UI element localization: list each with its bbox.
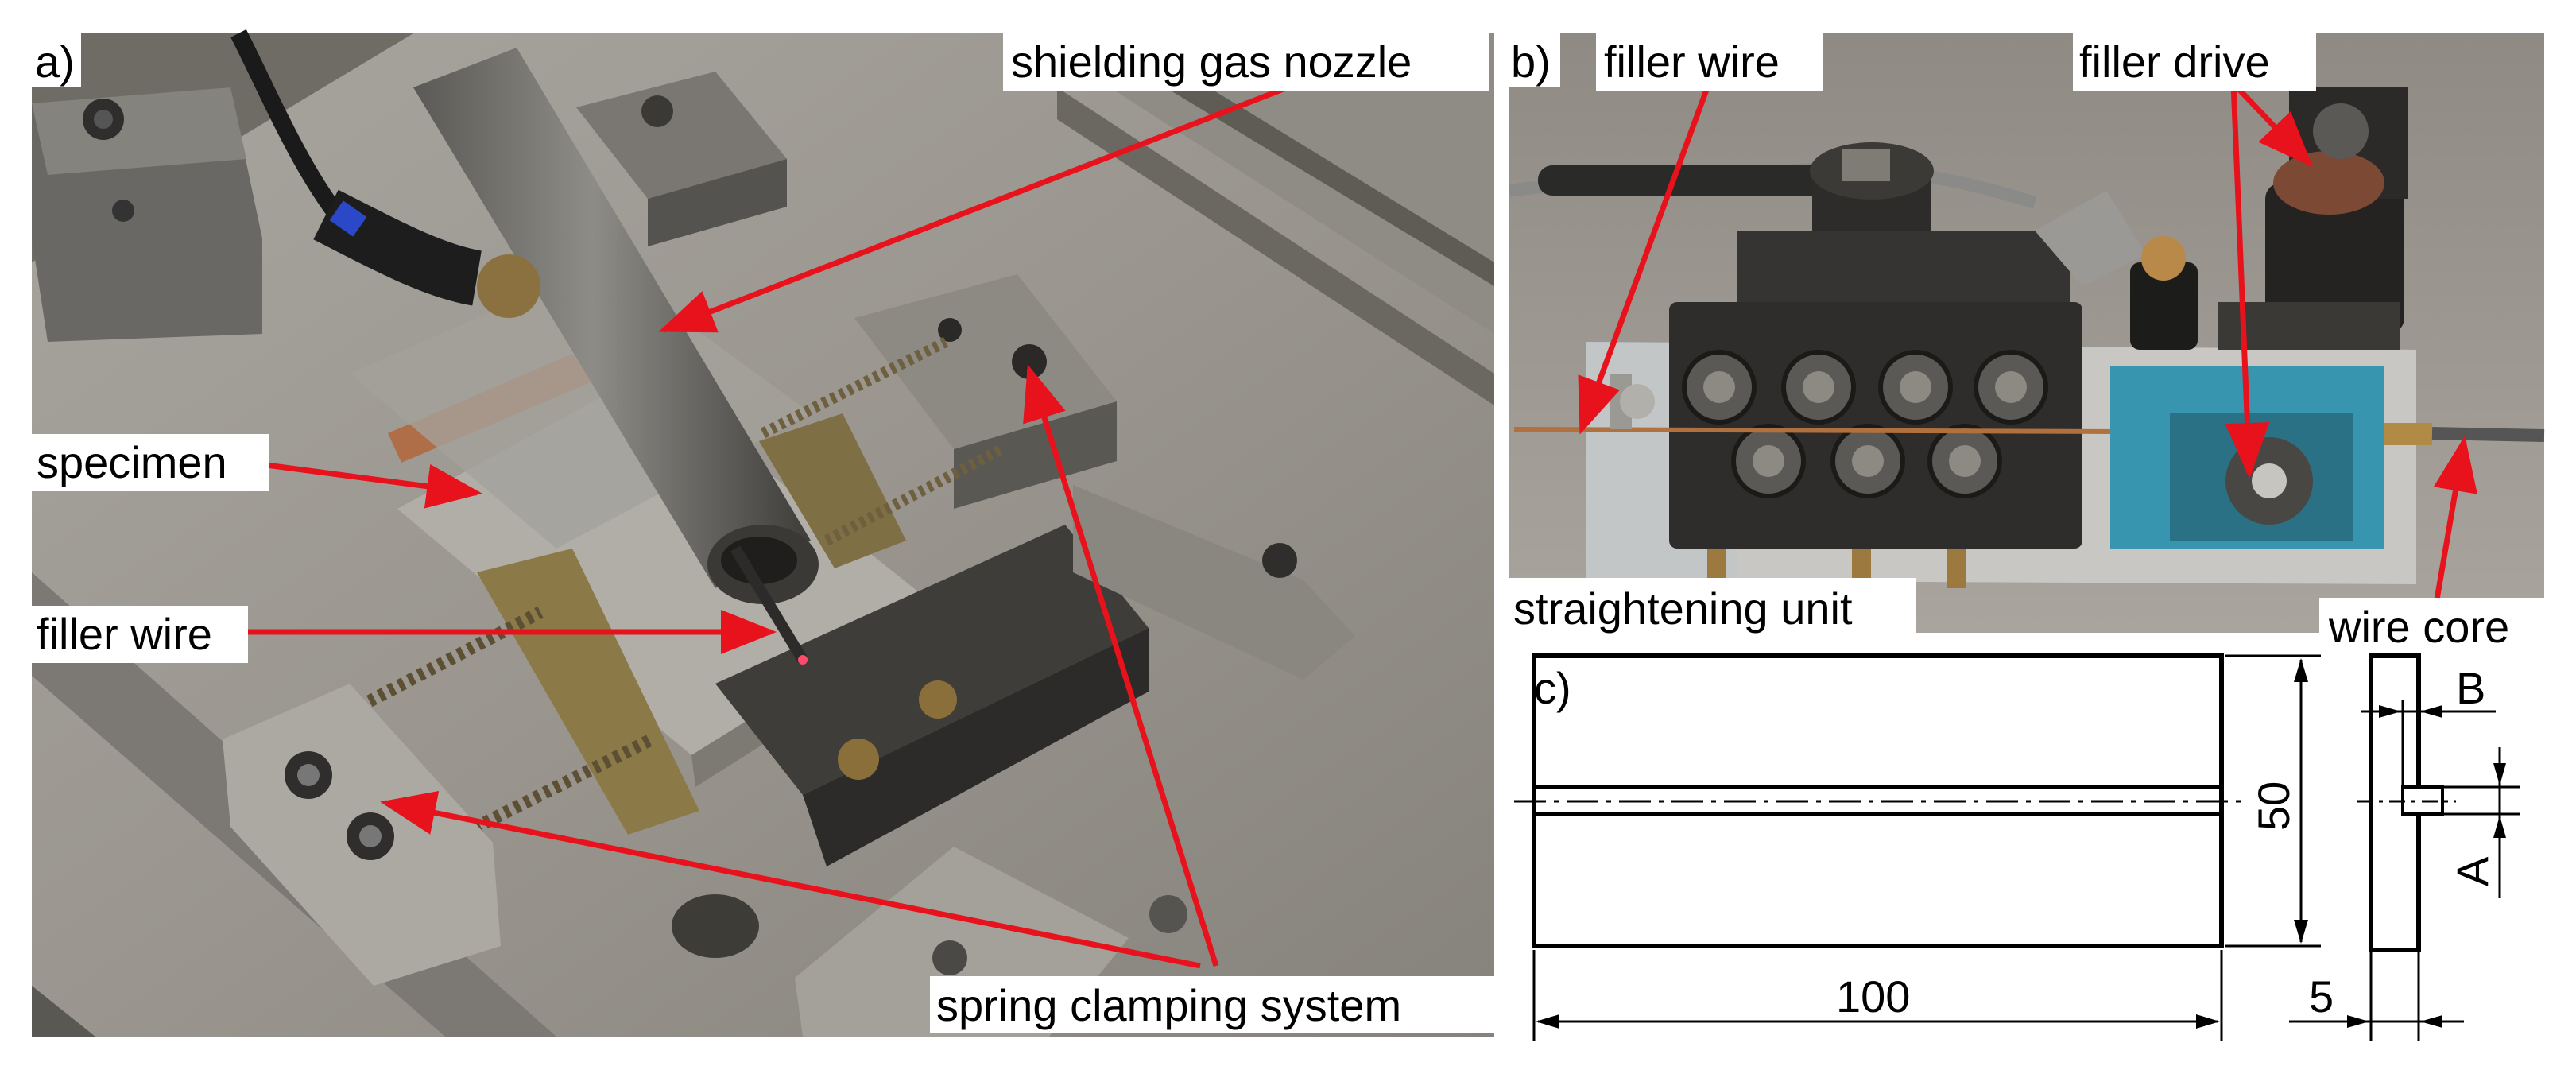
spring-lower [347, 606, 655, 849]
label-filler-wire-b: filler wire [1604, 37, 1780, 87]
arrow-specimen [265, 462, 482, 509]
label-filler-wire-a: filler wire [37, 609, 212, 659]
panel-a-photo [32, 29, 1494, 1037]
arrow-filler-drive-2 [2225, 83, 2270, 479]
panel-c-tag: c) [1534, 663, 1571, 713]
panel-a-tag: a) [35, 37, 75, 87]
panel-b-tag: b) [1511, 37, 1551, 87]
label-filler-drive: filler drive [2079, 37, 2270, 87]
arrow-wire-core [2433, 436, 2477, 605]
labels: a) shielding gas nozzle specimen filler … [32, 33, 2550, 1033]
arrow-nozzle [658, 84, 1289, 333]
arrows [246, 81, 2477, 969]
label-shielding-gas-nozzle: shielding gas nozzle [1011, 37, 1412, 87]
dim-groove-depth: B [2456, 663, 2485, 713]
dim-width: 50 [2249, 781, 2299, 831]
dim-length: 100 [1836, 971, 1910, 1022]
label-straightening-unit: straightening unit [1513, 583, 1853, 634]
arrow-spring-left [380, 790, 1201, 969]
label-spring-clamping-system: spring clamping system [936, 980, 1401, 1030]
label-specimen: specimen [37, 437, 227, 487]
label-wire-core: wire core [2328, 602, 2509, 652]
dim-groove-width: A [2447, 856, 2497, 886]
spring-upper [760, 336, 1005, 546]
dim-thickness: 5 [2309, 971, 2334, 1022]
arrow-spring-right [1023, 364, 1219, 967]
panel-c-drawing: c) 100 50 B [1514, 653, 2520, 1041]
arrow-filler-drive-1 [2231, 81, 2313, 168]
arrow-filler-wire-b [1578, 82, 1712, 435]
panel-b-photo [1508, 33, 2545, 633]
